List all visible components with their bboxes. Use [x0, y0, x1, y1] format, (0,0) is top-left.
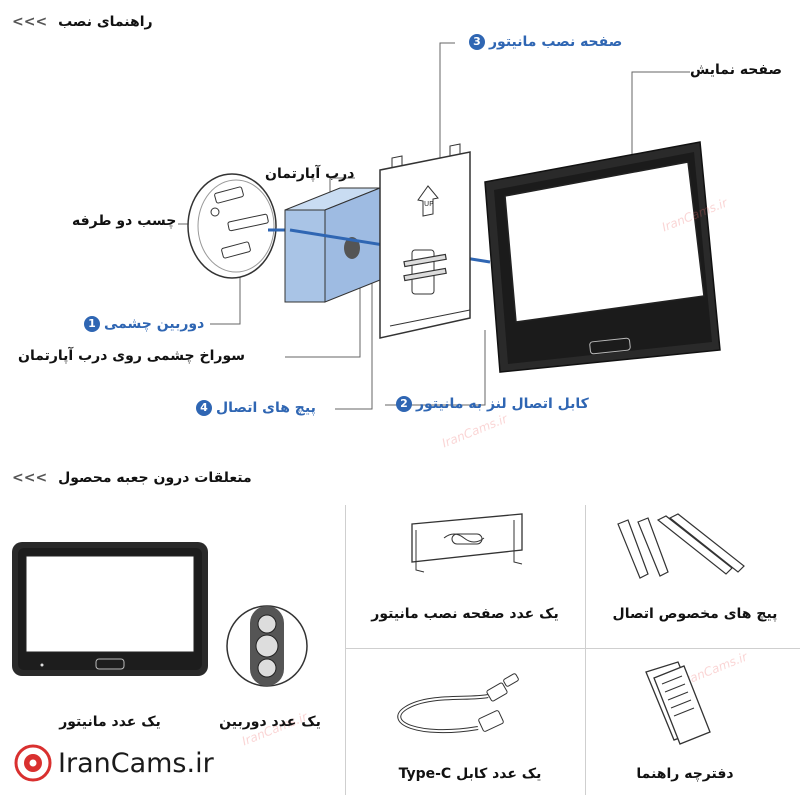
- box-header-arrows: <<<: [12, 470, 48, 486]
- mount-plate-item-drawing: [411, 513, 523, 573]
- caption-cable-text: یک عدد کابل Type-C: [398, 766, 542, 782]
- caption-screws: پیچ های مخصوص اتصال: [612, 606, 778, 622]
- leader-display: [631, 71, 690, 185]
- label-lens-cable-text: کابل اتصال لنز به مانیتور: [416, 396, 589, 412]
- door-block-drawing: [284, 187, 381, 303]
- manual-item-drawing: [645, 661, 711, 745]
- peephole-camera-drawing: [187, 173, 290, 279]
- screws-item-drawing: [617, 513, 745, 579]
- label-screws: پیچ های اتصال4: [192, 400, 316, 416]
- leader-mount-plate: [439, 42, 455, 160]
- label-mount-plate: صفحه نصب مانیتور3: [465, 34, 622, 50]
- grid-divider-v2: [585, 505, 586, 795]
- label-screws-text: پیچ های اتصال: [216, 400, 316, 416]
- camera-item-drawing: [226, 605, 308, 687]
- badge-4: 4: [196, 400, 212, 416]
- header-arrows: <<<: [12, 14, 48, 30]
- caption-manual: دفترچه راهنما: [636, 766, 734, 782]
- label-double-sided-tape: چسب دو طرفه: [72, 213, 177, 229]
- grid-divider-h: [345, 648, 800, 649]
- install-diagram: UP: [178, 42, 721, 410]
- cable-item-drawing: [397, 673, 519, 734]
- label-door-hole: سوراخ چشمی روی درب آپارتمان: [18, 348, 246, 364]
- brand-logo: IranCams.ir: [14, 744, 214, 782]
- grid-divider-v1: [345, 505, 346, 795]
- caption-cable: یک عدد کابل Type-C: [370, 766, 570, 782]
- caption-mount-plate: یک عدد صفحه نصب مانیتور: [371, 606, 559, 622]
- screws-drawing: [403, 253, 447, 282]
- badge-3: 3: [469, 34, 485, 50]
- leader-cable: [385, 330, 486, 406]
- brand-logo-icon: [14, 744, 52, 782]
- label-apartment-door: درب آپارتمان: [265, 166, 355, 182]
- badge-2: 2: [396, 396, 412, 412]
- install-guide-title: راهنمای نصب: [58, 14, 153, 30]
- label-peephole-camera: دوربین چشمی1: [80, 316, 204, 332]
- label-mount-plate-text: صفحه نصب مانیتور: [489, 34, 623, 50]
- badge-1: 1: [84, 316, 100, 332]
- caption-monitor: یک عدد مانیتور: [59, 714, 161, 730]
- install-guide-header: <<< راهنمای نصب: [12, 14, 153, 30]
- label-lens-cable: کابل اتصال لنز به مانیتور2: [392, 396, 589, 412]
- monitor-drawing: [484, 141, 721, 373]
- mount-plate-drawing: UP: [379, 143, 471, 339]
- label-display: صفحه نمایش: [690, 62, 783, 78]
- box-contents-title: متعلقات درون جعبه محصول: [58, 470, 252, 486]
- box-contents-header: <<< متعلقات درون جعبه محصول: [12, 470, 252, 486]
- label-peephole-camera-text: دوربین چشمی: [104, 316, 205, 332]
- leader-camera: [210, 270, 241, 325]
- brand-logo-text: IranCams.ir: [58, 747, 214, 779]
- plate-up-text: UP: [424, 200, 433, 208]
- monitor-item-drawing: [12, 542, 208, 676]
- caption-camera: یک عدد دوربین: [219, 714, 321, 730]
- leader-screws: [335, 255, 373, 410]
